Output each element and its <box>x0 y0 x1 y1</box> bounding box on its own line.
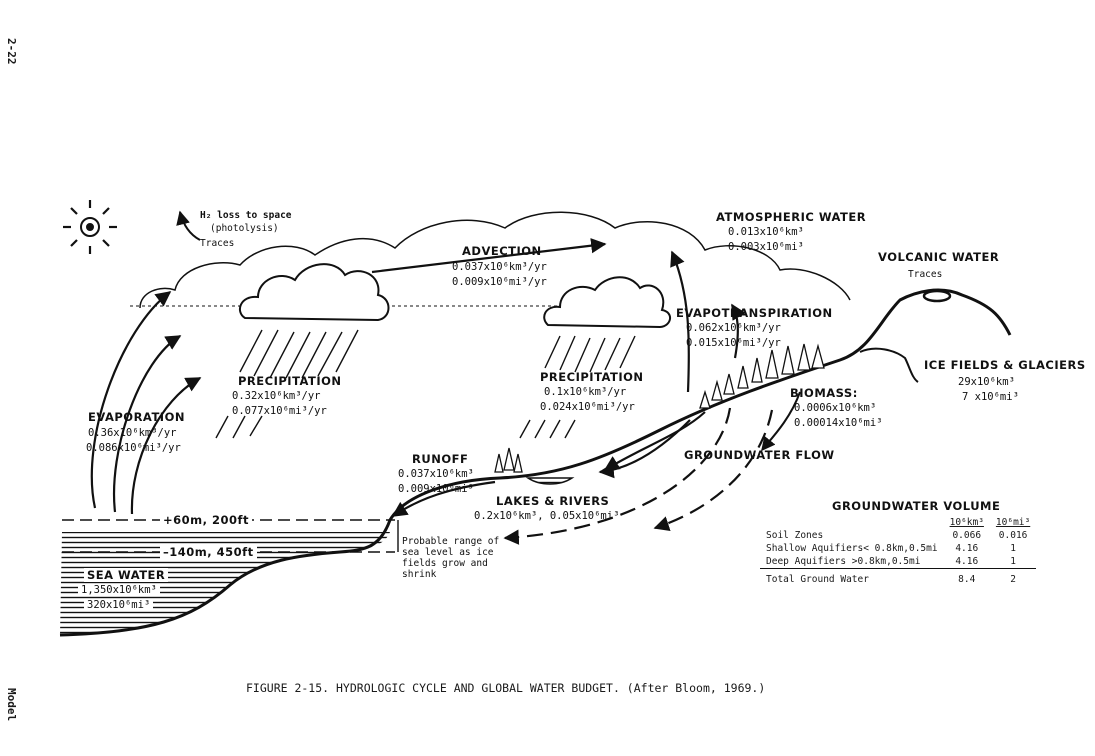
evapotranspiration-title: EVAPOTRANSPIRATION <box>676 306 833 320</box>
h2-loss-arrow <box>176 210 201 241</box>
row-mi: 1 <box>1010 543 1016 554</box>
precipitation-right-title: PRECIPITATION <box>540 370 644 384</box>
ice-fields-title: ICE FIELDS & GLACIERS <box>924 358 1086 372</box>
evaporation-mi: 0.086x10⁶mi³/yr <box>86 442 181 454</box>
atmospheric-title: ATMOSPHERIC WATER <box>716 210 867 224</box>
runoff-mi: 0.009x10⁶mi³ <box>398 483 474 495</box>
row-mi: 0.016 <box>998 530 1028 541</box>
runoff-km: 0.037x10⁶km³ <box>398 468 474 480</box>
side-label: Model <box>5 688 18 722</box>
groundwater-volume-table: 10⁶km³ 10⁶mi³ Soil Zones 0.066 0.016 Sha… <box>760 516 1037 586</box>
row-name: Shallow Aquifiers< 0.8km,0.5mi <box>766 543 938 554</box>
ice-fields-mi: 7 x10⁶mi³ <box>962 391 1019 403</box>
biomass-mi: 0.00014x10⁶mi³ <box>794 417 883 429</box>
precipitation-left-mi: 0.077x10⁶mi³/yr <box>232 405 327 417</box>
total-mi: 2 <box>989 568 1037 586</box>
advection-arrow <box>371 238 607 274</box>
table-row: Deep Aquifiers >0.8km,0.5mi 4.16 1 <box>760 555 1036 569</box>
rain-cloud-left <box>238 263 390 322</box>
page-number: 2-22 <box>5 38 18 65</box>
row-name: Soil Zones <box>766 530 824 541</box>
advection-km: 0.037x10⁶km³/yr <box>452 261 547 273</box>
row-km: 4.16 <box>955 543 979 554</box>
photolysis-label: (photolysis) <box>210 223 279 234</box>
lake-water <box>525 477 575 485</box>
precipitation-left-km: 0.32x10⁶km³/yr <box>232 390 321 402</box>
advection-title: ADVECTION <box>462 244 542 258</box>
volcano-crater-icon <box>922 289 952 303</box>
precipitation-right-km: 0.1x10⁶km³/yr <box>544 386 627 398</box>
row-name: Deep Aquifiers >0.8km,0.5mi <box>766 556 921 567</box>
sea-level-note-3: fields grow and <box>402 558 488 569</box>
evaporation-km: 0.36x10⁶km³/yr <box>88 427 177 439</box>
sea-water-mi: 320x10⁶mi³ <box>84 599 154 611</box>
biomass-km: 0.0006x10⁶km³ <box>794 402 877 414</box>
atmospheric-km: 0.013x10⁶km³ <box>728 226 804 238</box>
sea-level-high-label: +60m, 200ft <box>160 513 252 527</box>
h2-loss-label: H₂ loss to space <box>200 210 292 221</box>
precipitation-left-title: PRECIPITATION <box>238 374 342 388</box>
col-km-header: 10⁶km³ <box>949 517 984 528</box>
evapotranspiration-mi: 0.015x10⁶mi³/yr <box>686 337 781 349</box>
glacier-outline <box>859 347 919 383</box>
total-km: 8.4 <box>943 568 990 586</box>
evapotranspiration-arrows <box>670 250 746 393</box>
rain-streaks-right <box>519 335 636 439</box>
evaporation-title: EVAPORATION <box>88 410 185 424</box>
total-name: Total Ground Water <box>760 568 944 586</box>
sea-water-km: 1,350x10⁶km³ <box>78 584 160 596</box>
sea-level-note-1: Probable range of <box>402 536 500 547</box>
ice-flow-arrow <box>761 391 801 452</box>
table-header-row: 10⁶km³ 10⁶mi³ <box>760 516 1036 529</box>
rain-streaks-left <box>215 329 359 439</box>
precipitation-right-mi: 0.024x10⁶mi³/yr <box>540 401 635 413</box>
rain-cloud-right <box>543 276 671 329</box>
lakes-rivers-values: 0.2x10⁶km³, 0.05x10⁶mi³ <box>474 510 620 522</box>
traces-left-label: Traces <box>200 238 235 249</box>
volcanic-traces: Traces <box>908 269 943 280</box>
row-km: 4.16 <box>955 556 979 567</box>
evaporation-arrows <box>90 291 202 515</box>
groundwater-volume-title: GROUNDWATER VOLUME <box>832 499 1001 513</box>
row-mi: 1 <box>1010 556 1016 567</box>
lakes-rivers-title: LAKES & RIVERS <box>496 494 610 508</box>
cloud-bank-outline <box>139 211 851 309</box>
table-total-row: Total Ground Water 8.4 2 <box>760 568 1037 586</box>
biomass-title: BIOMASS: <box>790 386 858 400</box>
sea-level-low-label: –140m, 450ft <box>160 545 257 559</box>
sea-level-note-4: shrink <box>402 569 437 580</box>
forest-trees-icon <box>699 343 825 409</box>
volcanic-title: VOLCANIC WATER <box>878 250 1000 264</box>
advection-mi: 0.009x10⁶mi³/yr <box>452 276 547 288</box>
runoff-arrows <box>391 411 706 517</box>
groundwater-flow-label: GROUNDWATER FLOW <box>684 448 835 462</box>
atmospheric-mi: 0.003x10⁶mi³ <box>728 241 804 253</box>
col-mi-header: 10⁶mi³ <box>995 517 1031 528</box>
sea-level-note-2: sea level as ice <box>402 547 494 558</box>
sea-water-title: SEA WATER <box>84 568 169 582</box>
table-row: Soil Zones 0.066 0.016 <box>760 529 1036 542</box>
row-km: 0.066 <box>952 530 982 541</box>
runoff-title: RUNOFF <box>412 452 469 466</box>
figure-caption: FIGURE 2-15. HYDROLOGIC CYCLE AND GLOBAL… <box>246 681 766 695</box>
table-row: Shallow Aquifiers< 0.8km,0.5mi 4.16 1 <box>760 542 1036 555</box>
evapotranspiration-km: 0.062x10⁶km³/yr <box>686 322 781 334</box>
lake-trees-icon <box>494 447 523 473</box>
ice-fields-km: 29x10⁶km³ <box>958 376 1015 388</box>
sun-icon <box>63 200 117 254</box>
